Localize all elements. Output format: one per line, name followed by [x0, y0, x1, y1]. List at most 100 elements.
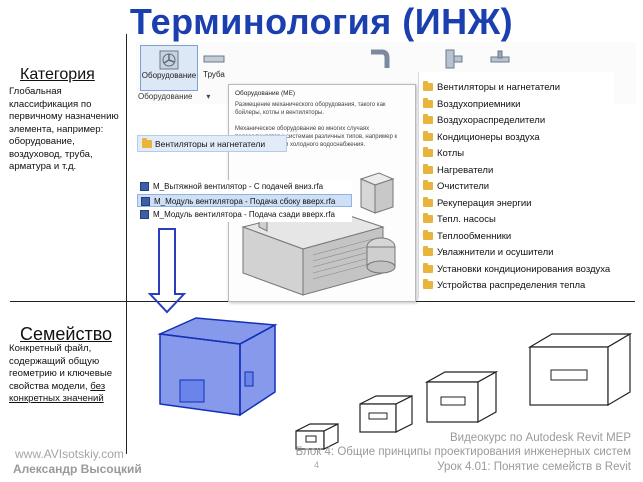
course-block: Блок 4: Общие принципы проектирования ин… [295, 446, 631, 458]
tooltip-title: Оборудование (МЕ) [235, 90, 296, 97]
family-file-label: M_Вытяжной вентилятор - С подачей вниз.r… [153, 182, 324, 191]
family-desc-line: свойства модели, без [9, 381, 127, 394]
category-desc-line: элемента, например: [9, 123, 104, 135]
fan-equipment-icon [159, 50, 179, 70]
folder-icon [423, 130, 433, 141]
category-label: Вентиляторы и нагнетатели [437, 82, 561, 93]
folder-icon [423, 196, 433, 207]
outlet-face [179, 379, 205, 403]
family-file-item[interactable]: M_Вытяжной вентилятор - С подачей вниз.r… [137, 180, 352, 193]
family-file-item[interactable]: M_Модуль вентилятора - Подача сзади ввер… [137, 208, 352, 221]
family-size-boxes [295, 332, 633, 450]
pipe-button[interactable]: Труба [200, 45, 228, 91]
category-item[interactable]: Воздухоприемники [423, 97, 520, 113]
category-label: Тепл. насосы [437, 214, 496, 225]
pipe-button-label: Труба [203, 70, 225, 79]
pipe-accessory-icon[interactable] [489, 48, 511, 70]
equipment-button-label: Оборудование [141, 71, 197, 80]
family-desc-line: геометрию и ключевые [9, 368, 113, 379]
category-label: Увлажнители и осушители [437, 247, 554, 258]
author-name: Александр Высоцкий [13, 462, 142, 476]
folder-icon [423, 246, 433, 256]
category-desc-line: воздуховод, труба, [9, 148, 93, 160]
family-desc-plain: свойства модели, [9, 380, 91, 392]
folder-icon [423, 147, 433, 157]
rfa-file-icon [140, 182, 149, 191]
category-label: Рекуперация энергии [437, 197, 532, 209]
category-item[interactable]: Увлажнители и осушители [423, 246, 554, 261]
folder-icon [423, 262, 433, 273]
family-desc-line: конкретных значений [9, 393, 127, 406]
folder-icon [423, 229, 433, 240]
size-box-openings [305, 369, 588, 443]
family-desc-line: Конкретный файл, [9, 343, 92, 354]
rfa-file-icon [141, 197, 150, 206]
blue-family-box [157, 317, 278, 417]
category-item[interactable]: Очистители [423, 180, 490, 195]
ribbon-group-label: Оборудование ▾ [138, 92, 210, 101]
side-outlet [244, 371, 254, 387]
popup-folder-label: Вентиляторы и нагнетатели [155, 139, 266, 149]
folder-icon [423, 81, 433, 91]
folder-icon [423, 163, 433, 174]
category-item[interactable]: Установки кондиционирования воздуха [423, 262, 611, 278]
folder-icon [423, 114, 433, 124]
category-label: Воздухораспределители [437, 115, 546, 126]
popup-folder-item[interactable]: Вентиляторы и нагнетатели [137, 135, 287, 152]
category-item[interactable]: Вентиляторы и нагнетатели [423, 81, 561, 96]
category-item[interactable]: Теплообменники [423, 229, 512, 245]
folder-icon [423, 279, 433, 289]
category-item[interactable]: Рекуперация энергии [423, 196, 532, 212]
category-item[interactable]: Котлы [423, 147, 465, 162]
tooltip-line: Механическое оборудование во многих случ… [235, 126, 370, 132]
vertical-divider [126, 34, 127, 454]
category-label: Очистители [437, 181, 490, 192]
ribbon-group-text: Оборудование [138, 92, 193, 101]
category-item[interactable]: Кондиционеры воздуха [423, 130, 540, 146]
folder-icon [423, 213, 433, 223]
category-item[interactable]: Тепл. насосы [423, 213, 496, 228]
category-desc-line: классификация по [9, 98, 92, 110]
category-item[interactable]: Устройства распределения тепла [423, 279, 586, 294]
page-number: 4 [314, 460, 320, 470]
course-lesson: Урок 4.01: Понятие семейств в Revit [437, 461, 631, 473]
duct-elbow-icon[interactable] [368, 48, 390, 70]
down-arrow [147, 228, 187, 314]
tooltip-line: системе горячего и холодного водоснабжен… [235, 142, 366, 148]
category-desc-line: арматура и т.д. [9, 161, 77, 172]
category-heading: Категория [20, 66, 95, 83]
course-title: Видеокурс по Autodesk Revit MEP [450, 432, 631, 444]
category-desc-line: Глобальная [9, 86, 62, 97]
family-file-label: M_Модуль вентилятора - Подача сбоку ввер… [154, 197, 336, 206]
category-label: Кондиционеры воздуха [437, 131, 540, 143]
category-desc-line: первичному назначению [9, 111, 119, 122]
family-description: Конкретный файл, содержащий общую геомет… [9, 343, 127, 406]
category-description: Глобальная классификация по первичному н… [9, 86, 127, 174]
folder-icon [142, 138, 152, 148]
tooltip-line: Размещение механического оборудования, т… [235, 102, 386, 108]
family-desc-underlined: без [90, 380, 106, 392]
category-label: Котлы [437, 148, 465, 159]
category-desc-line: оборудование, [9, 136, 75, 147]
rfa-file-icon [140, 210, 149, 219]
pipe-fitting-icon[interactable] [442, 48, 464, 70]
family-file-item[interactable]: M_Модуль вентилятора - Подача сбоку ввер… [137, 194, 352, 207]
slide-title: Терминология (ИНЖ) [129, 1, 514, 42]
folder-icon [423, 97, 433, 108]
category-label: Теплообменники [437, 230, 512, 242]
family-desc-underlined-last: конкретных значений [9, 393, 104, 404]
chevron-down-icon[interactable]: ▾ [206, 92, 211, 101]
category-item[interactable]: Нагреватели [423, 163, 494, 179]
tooltip-line: бойлеры, котлы и вентиляторы. [235, 110, 324, 116]
category-label: Устройства распределения тепла [437, 280, 586, 291]
equipment-button[interactable]: Оборудование [140, 45, 198, 91]
family-file-label: M_Модуль вентилятора - Подача сзади ввер… [153, 210, 335, 219]
category-item[interactable]: Воздухораспределители [423, 114, 546, 129]
family-desc-line: содержащий общую [9, 355, 100, 367]
category-label: Установки кондиционирования воздуха [437, 263, 611, 275]
category-label: Нагреватели [437, 164, 494, 176]
pipe-icon [203, 55, 225, 63]
site-url: www.AVIsotskiy.com [15, 447, 124, 461]
